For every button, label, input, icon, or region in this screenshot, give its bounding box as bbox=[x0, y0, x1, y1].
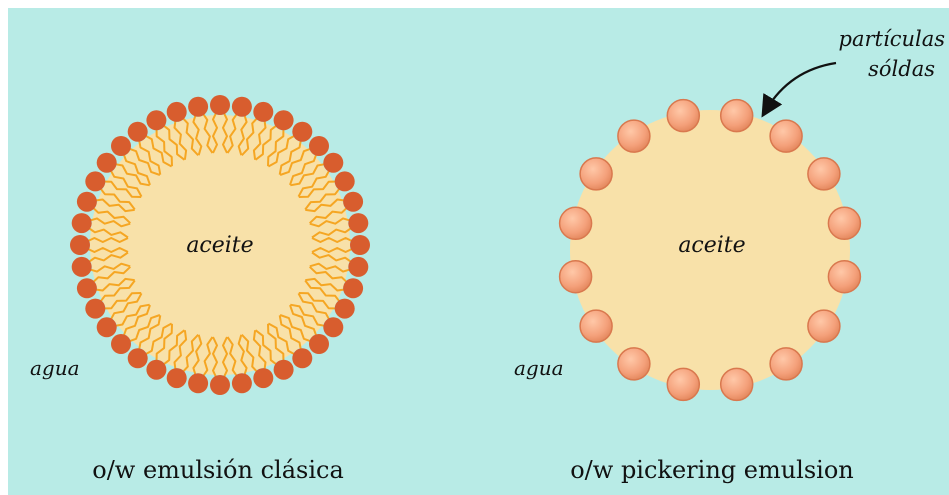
solid-particle bbox=[770, 348, 802, 380]
surfactant-head bbox=[335, 299, 355, 319]
solid-particle bbox=[828, 261, 860, 293]
solid-particle bbox=[667, 368, 699, 400]
surfactant-head bbox=[70, 235, 90, 255]
surfactant-head bbox=[309, 136, 329, 156]
solid-particle bbox=[828, 207, 860, 239]
solid-particle bbox=[618, 348, 650, 380]
solid-particle bbox=[721, 368, 753, 400]
solid-particle bbox=[580, 158, 612, 190]
surfactant-head bbox=[274, 110, 294, 130]
surfactant-head bbox=[97, 317, 117, 337]
solid-particle bbox=[560, 207, 592, 239]
solid-particle bbox=[808, 158, 840, 190]
surfactant-head bbox=[232, 373, 252, 393]
surfactant-head bbox=[97, 153, 117, 173]
surfactant-head bbox=[323, 317, 343, 337]
surfactant-head bbox=[111, 334, 131, 354]
surfactant-head bbox=[72, 257, 92, 277]
solid-particle bbox=[770, 120, 802, 152]
surfactant-head bbox=[210, 375, 230, 395]
surfactant-head bbox=[343, 192, 363, 212]
oil-label-right: aceite bbox=[678, 233, 745, 258]
surfactant-head bbox=[292, 348, 312, 368]
surfactant-head bbox=[253, 368, 273, 388]
surfactant-head bbox=[309, 334, 329, 354]
solid-particle bbox=[580, 310, 612, 342]
surfactant-head bbox=[167, 368, 187, 388]
surfactant-head bbox=[188, 97, 208, 117]
surfactant-head bbox=[146, 360, 166, 380]
surfactant-head bbox=[253, 102, 273, 122]
oil-label-left: aceite bbox=[186, 233, 253, 258]
surfactant-head bbox=[188, 373, 208, 393]
surfactant-head bbox=[128, 348, 148, 368]
surfactant-head bbox=[167, 102, 187, 122]
surfactant-head bbox=[348, 257, 368, 277]
surfactant-head bbox=[77, 192, 97, 212]
solid-particle bbox=[721, 100, 753, 132]
solid-particle bbox=[618, 120, 650, 152]
surfactant-head bbox=[85, 171, 105, 191]
surfactant-head bbox=[146, 110, 166, 130]
particles-annotation-line2: sóldas bbox=[868, 57, 935, 81]
surfactant-head bbox=[292, 122, 312, 142]
surfactant-head bbox=[77, 278, 97, 298]
particles-annotation-line1: partículas bbox=[839, 27, 946, 51]
surfactant-head bbox=[350, 235, 370, 255]
solid-particle bbox=[667, 100, 699, 132]
water-label-left: agua bbox=[30, 356, 80, 380]
surfactant-head bbox=[335, 171, 355, 191]
solid-particle bbox=[808, 310, 840, 342]
water-label-right: agua bbox=[514, 356, 564, 380]
surfactant-head bbox=[128, 122, 148, 142]
solid-particle bbox=[560, 261, 592, 293]
surfactant-head bbox=[85, 299, 105, 319]
surfactant-head bbox=[343, 278, 363, 298]
surfactant-head bbox=[274, 360, 294, 380]
caption-left: o/w emulsión clásica bbox=[92, 456, 344, 484]
surfactant-head bbox=[348, 213, 368, 233]
surfactant-head bbox=[323, 153, 343, 173]
caption-right: o/w pickering emulsion bbox=[570, 456, 854, 484]
surfactant-head bbox=[210, 95, 230, 115]
annotation-arrow bbox=[766, 63, 836, 110]
surfactant-head bbox=[232, 97, 252, 117]
surfactant-head bbox=[111, 136, 131, 156]
surfactant-head bbox=[72, 213, 92, 233]
